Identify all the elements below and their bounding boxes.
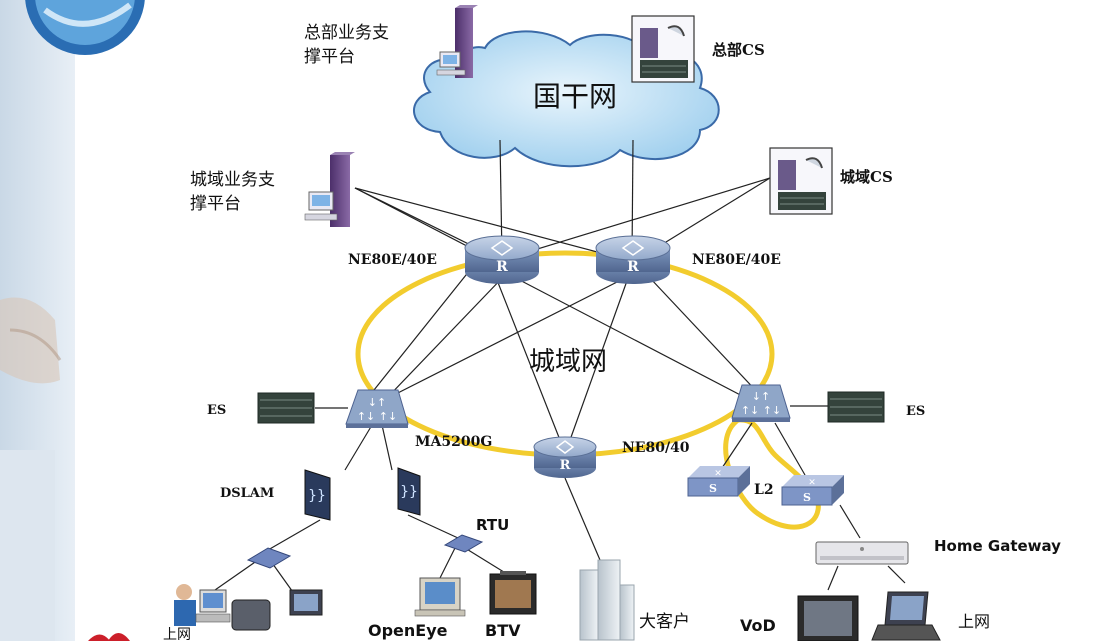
router-ne80-icon: R <box>533 436 597 478</box>
dslam-device-right-icon: }} <box>397 467 421 516</box>
btv-television-icon <box>489 571 537 615</box>
es-right-device-icon <box>827 391 885 423</box>
ne80e-right-label: NE80E/40E <box>692 252 781 268</box>
switch-letter: S <box>803 491 811 504</box>
svg-text:}}: }} <box>308 488 326 504</box>
svg-text:✕: ✕ <box>808 478 816 488</box>
home-gateway-label: Home Gateway <box>934 537 1061 555</box>
es-right-label: ES <box>906 404 925 419</box>
ne80e-left-label: NE80E/40E <box>348 252 437 268</box>
hq-platform-label-line2: 撑平台 <box>304 47 355 67</box>
openeye-monitor-icon <box>414 577 466 617</box>
openeye-label: OpenEye <box>368 621 448 640</box>
big-customer-label: 大客户 <box>639 612 690 632</box>
metro-platform-label-line2: 撑平台 <box>190 194 241 214</box>
hq-platform-server-icon <box>436 5 478 78</box>
big-customer-building-icon <box>579 559 635 641</box>
es-left-device-icon <box>257 392 315 424</box>
home-gateway-icon <box>815 541 909 565</box>
ma5200g-switch-right-icon: ↓↑ ↑↓ ↑↓ <box>731 384 791 422</box>
hq-cs-equipment-icon <box>631 15 695 83</box>
metro-cs-equipment-icon <box>769 147 833 215</box>
rtu-label: RTU <box>476 516 509 534</box>
left-decorative-panel <box>0 0 75 641</box>
metro-platform-server-icon <box>304 152 355 227</box>
vod-label: VoD <box>740 616 776 635</box>
router-letter: R <box>496 259 508 275</box>
user-pc-icon <box>174 584 231 626</box>
modem-left-icon <box>246 547 292 569</box>
links <box>214 139 906 596</box>
metro-platform-label-line1: 城域业务支 <box>190 170 275 190</box>
hq-cs-label: 总部CS <box>712 41 765 59</box>
hq-platform-label-line1: 总部业务支 <box>304 23 389 43</box>
svg-text:}}: }} <box>400 484 418 500</box>
metro-network-label: 城域网 <box>529 347 607 377</box>
svg-text:↑↓ ↑↓: ↑↓ ↑↓ <box>357 410 397 423</box>
l2-switch-right-icon: ✕ S <box>781 475 844 506</box>
router-ne80e-right-icon: R <box>595 235 671 284</box>
metro-cs-label: 城域CS <box>840 168 893 186</box>
bottom-left-logo <box>88 633 130 641</box>
dslam-device-left-icon: }} <box>304 469 331 521</box>
internet-left-label: 上网 <box>163 627 191 641</box>
rtu-modem-icon <box>443 534 484 553</box>
video-phone-icon <box>231 589 323 631</box>
ne80-40-label: NE80/40 <box>622 440 690 456</box>
router-letter: R <box>560 458 571 473</box>
dslam-label: DSLAM <box>220 486 274 501</box>
svg-text:↓↑: ↓↑ <box>752 390 770 403</box>
svg-text:✕: ✕ <box>714 469 722 479</box>
svg-text:↑↓ ↑↓: ↑↓ ↑↓ <box>741 404 781 417</box>
backbone-label: 国干网 <box>533 80 617 113</box>
vod-television-icon <box>797 595 859 641</box>
es-left-label: ES <box>207 403 226 418</box>
ma5200g-label: MA5200G <box>415 434 492 450</box>
corner-globe-logo <box>25 0 145 55</box>
l2-label: L2 <box>754 482 774 498</box>
router-ne80e-left-icon: R <box>464 235 540 284</box>
internet-right-label: 上网 <box>958 612 990 631</box>
laptop-icon <box>871 591 941 641</box>
ma5200g-switch-left-icon: ↓↑ ↑↓ ↑↓ <box>345 389 409 428</box>
svg-text:↓↑: ↓↑ <box>368 396 386 409</box>
btv-label: BTV <box>485 621 521 640</box>
l2-switch-left-icon: ✕ S <box>687 466 750 497</box>
router-letter: R <box>627 259 639 275</box>
switch-letter: S <box>709 482 717 495</box>
